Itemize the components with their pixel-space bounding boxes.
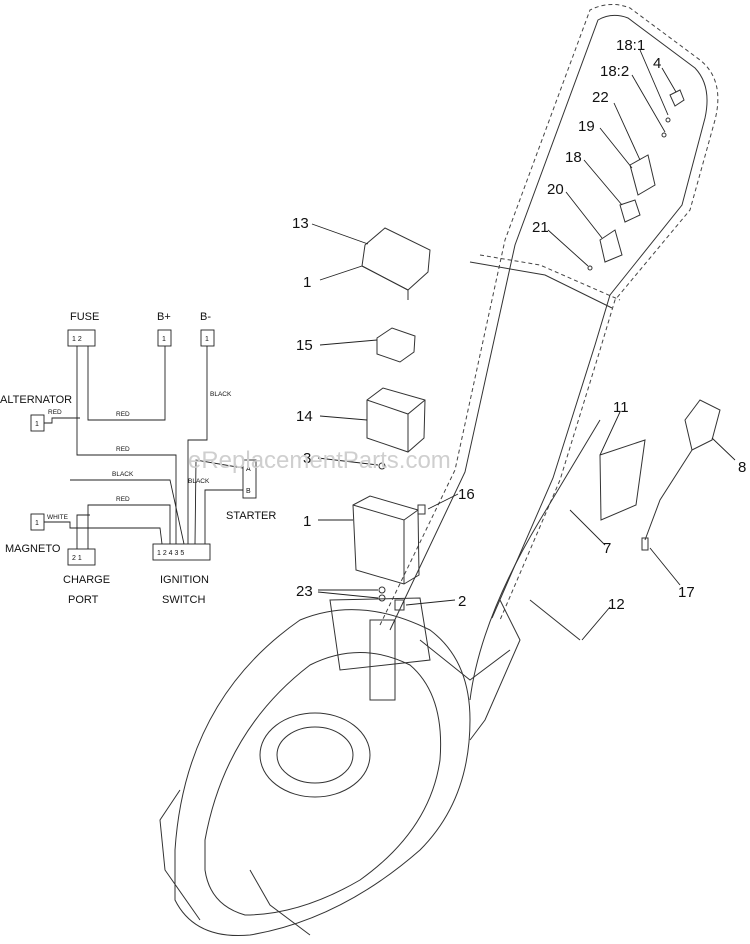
callout-15: 15 <box>296 337 313 354</box>
callout-14: 14 <box>296 408 313 425</box>
fuse-connector <box>67 329 96 347</box>
charge-port-pins: 2 1 <box>72 555 82 562</box>
charge-port-label-2: PORT <box>68 594 99 606</box>
wire-label-bminus: BLACK <box>210 391 232 398</box>
magneto-pin: 1 <box>35 520 39 527</box>
watermark: eReplacementParts.com <box>188 447 451 474</box>
ignition-switch-pins: 1 2 4 3 5 <box>157 550 184 557</box>
callout-19: 19 <box>578 118 595 135</box>
callout-7: 7 <box>603 540 611 557</box>
callout-8: 8 <box>738 459 746 476</box>
alternator-label: ALTERNATOR <box>0 394 72 406</box>
callout-13: 13 <box>292 215 309 232</box>
wire-label-red-charge: RED <box>116 496 130 503</box>
wire-label-black-starter: BLACK <box>188 478 210 485</box>
callout-11: 11 <box>613 399 629 416</box>
callout-1: 1 <box>303 274 311 291</box>
callout-21: 21 <box>532 219 549 236</box>
leader-lines <box>311 49 736 641</box>
callout-18-2: 18:2 <box>600 63 629 80</box>
b-plus-connector <box>157 329 172 347</box>
charge-port-connector <box>67 548 96 566</box>
wire-label-alternator: RED <box>48 409 62 416</box>
b-plus-pin: 1 <box>162 336 166 343</box>
callout-2: 2 <box>458 593 466 610</box>
fuse-label: FUSE <box>70 311 99 323</box>
starter-label: STARTER <box>226 510 276 522</box>
callout-1b: 1 <box>303 513 311 530</box>
b-minus-connector <box>200 329 215 347</box>
b-minus-pin: 1 <box>205 336 209 343</box>
starter-pin-a: A <box>246 466 251 473</box>
callout-3: 3 <box>303 450 311 467</box>
b-plus-label: B+ <box>157 311 171 323</box>
charge-port-label-1: CHARGE <box>63 574 110 586</box>
callout-22: 22 <box>592 89 609 106</box>
alternator-pin: 1 <box>35 421 39 428</box>
callout-18-1: 18:1 <box>616 37 645 54</box>
callout-18: 18 <box>565 149 582 166</box>
b-minus-label: B- <box>200 311 211 323</box>
callout-23: 23 <box>296 583 313 600</box>
magneto-label: MAGNETO <box>5 543 61 555</box>
callout-16: 16 <box>458 486 475 503</box>
mower-artwork <box>159 4 721 937</box>
wire-label-black-ign: BLACK <box>112 471 134 478</box>
callout-20: 20 <box>547 181 564 198</box>
ignition-switch-label-2: SWITCH <box>162 594 205 606</box>
callout-4: 4 <box>653 55 661 72</box>
starter-pin-b: B <box>246 488 251 495</box>
callout-12: 12 <box>608 596 625 613</box>
ignition-switch-label-1: IGNITION <box>160 574 209 586</box>
ignition-switch-connector <box>152 543 211 561</box>
callout-numbers: 13 1 15 14 3 1 16 23 2 11 8 7 17 12 18:1… <box>292 37 746 613</box>
starter-connector <box>242 459 257 499</box>
wire-label-magneto: WHITE <box>47 514 69 521</box>
callout-17: 17 <box>678 584 695 601</box>
wiring-schematic: FUSE B+ B- ALTERNATOR STARTER MAGNETO CH… <box>0 311 276 606</box>
wire-label-fuse-ign: RED <box>116 446 130 453</box>
fuse-pins: 1 2 <box>72 336 82 343</box>
wire-label-bplus: RED <box>116 411 130 418</box>
